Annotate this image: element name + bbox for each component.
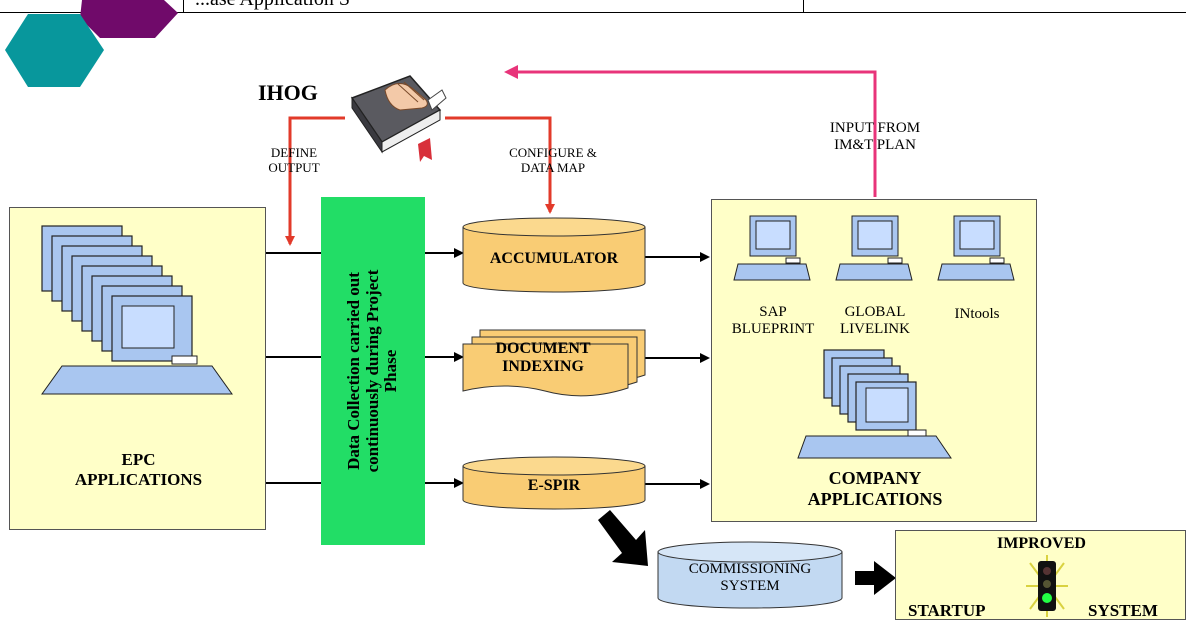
configure-map-label: CONFIGURE & DATA MAP [496, 145, 610, 176]
company-label-line-1: COMPANY [828, 468, 922, 488]
epc-label-line-1: EPC [121, 450, 156, 469]
data-collection-line-3: Phase [381, 349, 401, 393]
data-collection-line-2: continuously during Project [362, 269, 382, 473]
data-collection-line-1: Data Collection carried out [343, 272, 363, 470]
sap-computer-icon [733, 215, 811, 281]
document-indexing-label: DOCUMENT INDEXING [463, 340, 623, 377]
ihog-label: IHOG [258, 80, 318, 105]
document-indexing-line-2: INDEXING [502, 358, 584, 376]
sap-label-line-2: BLUEPRINT [731, 321, 815, 338]
intools-computer-icon [937, 215, 1015, 281]
intools-label: INtools [954, 306, 1000, 322]
epc-label-line-2: APPLICATIONS [74, 469, 203, 489]
commissioning-to-improved-arrow [855, 561, 896, 595]
configure-arrow [445, 116, 555, 214]
define-output-line-2: OUTPUT [268, 159, 320, 175]
commissioning-line-2: SYSTEM [720, 578, 780, 595]
input-from-line-1: INPUT FROM [829, 120, 921, 136]
improved-label: IMPROVED [997, 535, 1086, 552]
define-output-label: DEFINE OUTPUT [258, 145, 330, 176]
traffic-light-icon [1026, 555, 1068, 617]
company-applications-box: SAP BLUEPRINT GLOBAL LIVELINK INtools CO… [711, 199, 1037, 522]
header-table-text: ...ase Application S [195, 0, 350, 12]
teal-hexagon [5, 14, 104, 87]
document-indexing-line-1: DOCUMENT [495, 340, 591, 357]
accumulator-label: ACCUMULATOR [489, 250, 619, 267]
configure-map-line-2: DATA MAP [520, 159, 586, 175]
commissioning-line-1: COMMISSIONING [688, 561, 812, 577]
header-table-divider-left [183, 0, 184, 12]
company-label: COMPANY APPLICATIONS [712, 468, 1038, 509]
define-output-arrow [285, 116, 345, 246]
espir-to-commissioning-arrow [598, 510, 648, 566]
sap-label-line-1: SAP [759, 304, 787, 320]
ihog-book-icon [350, 75, 447, 162]
feedback-arrow [504, 65, 877, 197]
commissioning-label: COMMISSIONING SYSTEM [658, 561, 842, 596]
global-label-line-1: GLOBAL [844, 304, 906, 320]
data-collection-bar [321, 197, 425, 545]
epc-applications-box: EPC APPLICATIONS [9, 207, 266, 530]
espir-cylinder [462, 456, 646, 510]
sap-label: SAP BLUEPRINT [728, 304, 818, 339]
define-output-line-1: DEFINE [270, 145, 318, 160]
global-label: GLOBAL LIVELINK [830, 304, 920, 339]
data-collection-label: Data Collection carried out continuously… [343, 206, 401, 536]
header-table-divider-right [803, 0, 804, 12]
system-label: SYSTEM [1088, 601, 1158, 620]
global-label-line-2: LIVELINK [840, 321, 910, 338]
company-label-line-2: APPLICATIONS [807, 488, 943, 509]
improved-startup-box: IMPROVED STARTUP SYSTEM [895, 530, 1186, 620]
document-indexing-stack [462, 329, 646, 397]
commissioning-cylinder [657, 541, 843, 609]
company-computer-stack-icon [797, 349, 952, 459]
purple-hexagon [80, 0, 178, 38]
hexagon-logo [5, 0, 178, 87]
epc-label: EPC APPLICATIONS [10, 450, 267, 489]
header-table-row [0, 0, 1186, 13]
computer-stack-icon [41, 225, 233, 395]
startup-label: STARTUP [908, 601, 986, 620]
input-from-line-2: IM&T PLAN [834, 137, 916, 154]
global-computer-icon [835, 215, 913, 281]
accumulator-cylinder [462, 217, 646, 293]
input-from-label: INPUT FROM IM&T PLAN [805, 120, 945, 155]
espir-label: E-SPIR [527, 477, 581, 494]
configure-map-line-1: CONFIGURE & [509, 145, 597, 160]
